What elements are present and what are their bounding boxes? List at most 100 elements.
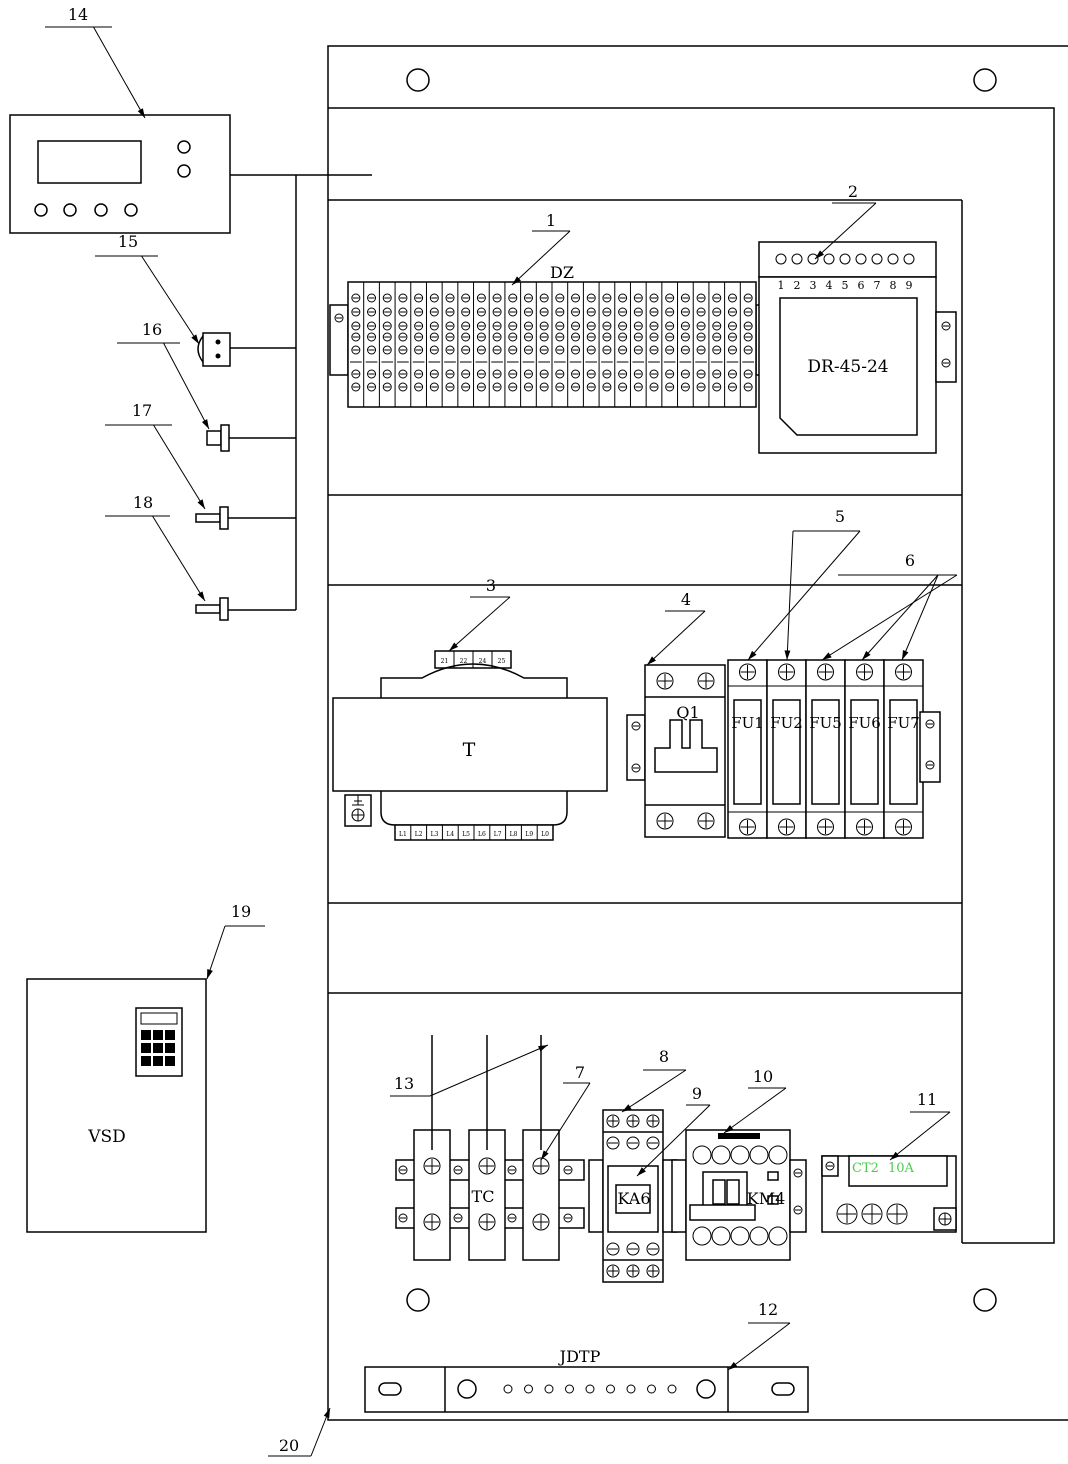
contact-icon <box>730 1145 750 1165</box>
callout-number: 18 <box>133 493 153 512</box>
arrow-head-icon <box>191 334 199 344</box>
terminal-hole-icon <box>823 253 835 265</box>
callout-number: 20 <box>279 1436 299 1455</box>
fuse-label: FU1 <box>731 714 764 732</box>
screw-icon <box>555 307 565 317</box>
screw-icon <box>649 293 659 303</box>
screw-icon <box>836 1203 858 1225</box>
screw-icon <box>680 307 690 317</box>
door-lamp-18 <box>195 597 296 621</box>
screw-icon <box>861 1203 883 1225</box>
screw-icon <box>649 369 659 379</box>
screw-icon <box>476 293 486 303</box>
screw-icon <box>696 307 706 317</box>
transformer-terminal: L8 <box>510 831 518 838</box>
screw-icon <box>665 332 675 342</box>
transformer-terminal: L4 <box>446 831 454 838</box>
transformer-terminal: 24 <box>479 658 487 665</box>
bar-hole-icon <box>503 1384 513 1394</box>
screw-icon <box>508 293 518 303</box>
breaker-label: Q1 <box>676 703 699 722</box>
screw-icon <box>367 307 377 317</box>
terminal-hole-icon <box>887 253 899 265</box>
screw-icon <box>618 332 628 342</box>
screw-icon <box>586 307 596 317</box>
keypad-key-icon <box>165 1043 175 1053</box>
screw-icon <box>351 293 361 303</box>
screw-icon <box>697 812 715 830</box>
callout-6: 6 <box>821 551 958 661</box>
screw-icon <box>680 369 690 379</box>
screw-icon <box>646 1242 660 1256</box>
screw-icon <box>778 663 795 681</box>
screw-icon <box>492 345 502 355</box>
screw-icon <box>739 818 756 836</box>
screw-icon <box>696 321 706 331</box>
screw-icon <box>743 382 753 392</box>
arrow-head-icon <box>728 1361 738 1370</box>
jdtp-label: JDTP <box>558 1347 601 1366</box>
screw-icon <box>727 369 737 379</box>
fuse-label: FU6 <box>848 714 881 732</box>
psu-terminal-number: 2 <box>794 279 801 292</box>
screw-icon <box>712 332 722 342</box>
screw-icon <box>445 369 455 379</box>
callout-number: 12 <box>758 1300 778 1319</box>
screw-icon <box>429 332 439 342</box>
relay-ka6: KA6 <box>588 1109 678 1283</box>
screw-icon <box>398 345 408 355</box>
screw-icon <box>532 1157 550 1175</box>
screw-icon <box>743 293 753 303</box>
screw-icon <box>571 293 581 303</box>
relay-label: KA6 <box>617 1189 650 1208</box>
screw-icon <box>727 345 737 355</box>
screw-icon <box>712 307 722 317</box>
screw-icon <box>445 382 455 392</box>
current-transformer-tc: TC <box>395 1035 585 1261</box>
screw-icon <box>602 293 612 303</box>
terminal-hole-icon <box>839 253 851 265</box>
screw-icon <box>398 332 408 342</box>
screw-icon <box>445 332 455 342</box>
screw-icon <box>696 332 706 342</box>
screw-icon <box>429 369 439 379</box>
screw-icon <box>712 321 722 331</box>
psu-terminal-number: 8 <box>890 279 897 292</box>
psu-terminal-number: 7 <box>874 279 881 292</box>
screw-icon <box>649 345 659 355</box>
screw-icon <box>571 321 581 331</box>
screw-icon <box>633 382 643 392</box>
screw-icon <box>367 332 377 342</box>
screw-icon <box>351 332 361 342</box>
callout-extra-arrow <box>784 530 794 661</box>
callout-4: 4 <box>646 590 706 666</box>
screw-icon <box>539 345 549 355</box>
transformer-terminal: L7 <box>494 831 502 838</box>
ct2-label: CT2 <box>852 1161 879 1176</box>
screw-icon <box>461 369 471 379</box>
screw-icon <box>743 369 753 379</box>
callout-number: 3 <box>486 576 496 595</box>
screw-icon <box>555 332 565 342</box>
dz-label: DZ <box>550 263 574 282</box>
screw-icon <box>523 332 533 342</box>
keypad-key-icon <box>141 1056 151 1066</box>
screw-icon <box>680 332 690 342</box>
callout-8: 8 <box>621 1047 687 1113</box>
arrow-head-icon <box>323 1408 330 1418</box>
screw-icon <box>367 369 377 379</box>
callout-number: 17 <box>132 401 152 420</box>
screw-icon <box>423 1157 441 1175</box>
screw-icon <box>508 307 518 317</box>
screw-icon <box>626 1242 640 1256</box>
screw-icon <box>602 369 612 379</box>
callout-20: 20 <box>268 1407 331 1457</box>
screw-icon <box>727 332 737 342</box>
screw-icon <box>351 321 361 331</box>
transformer-terminal: L9 <box>525 831 533 838</box>
terminal-block-dz: DZ <box>329 263 767 408</box>
screw-icon <box>461 332 471 342</box>
screw-icon <box>712 382 722 392</box>
